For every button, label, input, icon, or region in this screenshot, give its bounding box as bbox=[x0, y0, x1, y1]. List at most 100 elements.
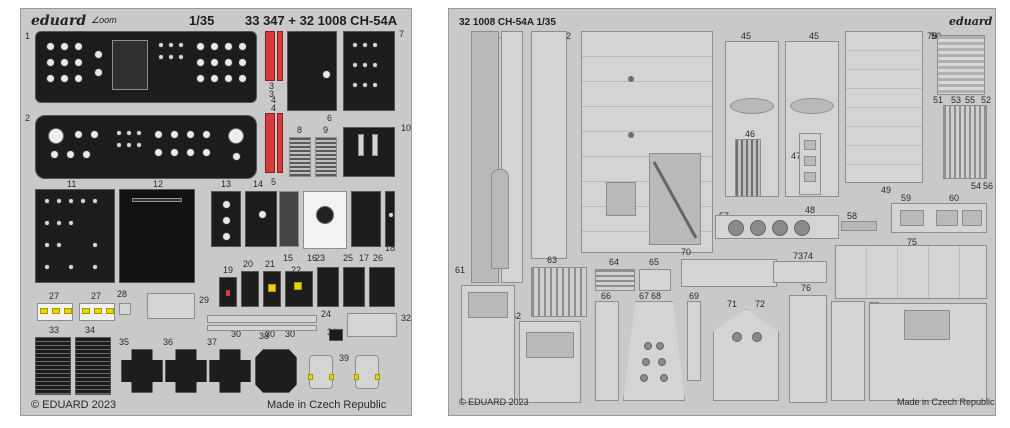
part-number: 27 bbox=[49, 291, 60, 301]
grille-63 bbox=[531, 267, 587, 317]
part-number: 48 bbox=[805, 205, 816, 215]
part-number: 28 bbox=[117, 289, 128, 299]
panel-76 bbox=[789, 295, 827, 403]
fuselage-skin-42 bbox=[531, 31, 567, 259]
part-number: 39 bbox=[339, 353, 350, 363]
part-number: 70 bbox=[681, 247, 692, 257]
eduard-logo-right: eduard bbox=[949, 15, 993, 28]
bracket-29 bbox=[147, 293, 195, 319]
part-number: 62 bbox=[511, 311, 522, 321]
floor-plate-36 bbox=[165, 349, 207, 393]
part-number: 30 bbox=[231, 329, 242, 339]
part-number: 7 bbox=[399, 29, 405, 39]
harness-39 bbox=[354, 355, 380, 389]
part-number: 54 bbox=[971, 181, 982, 191]
part-number: 41 bbox=[495, 31, 506, 41]
part-number: 9 bbox=[323, 125, 329, 135]
panel-66 bbox=[595, 301, 619, 401]
panel-70 bbox=[681, 259, 777, 287]
part-number: 53 bbox=[951, 95, 962, 105]
bracket-32 bbox=[347, 313, 397, 337]
part-number: 78 bbox=[927, 31, 938, 41]
panel-79 bbox=[869, 303, 987, 401]
part-number: 25 bbox=[343, 253, 354, 263]
panel-25 bbox=[343, 267, 365, 307]
part-number: 66 bbox=[601, 291, 612, 301]
part-number: 24 bbox=[321, 309, 332, 319]
bracket-28 bbox=[119, 303, 131, 315]
part-number: 68 bbox=[651, 291, 662, 301]
radio-panel-13 bbox=[211, 191, 241, 247]
part-number: 76 bbox=[801, 283, 812, 293]
left-fret-sheet: eduard ∠oom 1/35 33 347 + 32 1008 CH-54A… bbox=[20, 8, 412, 416]
part-number: 46 bbox=[745, 129, 756, 139]
floor-plate-38 bbox=[255, 349, 297, 393]
part-number: 67 bbox=[639, 291, 650, 301]
panel-21 bbox=[263, 271, 281, 307]
part-number: 50 bbox=[931, 31, 942, 41]
floor-plate-37 bbox=[209, 349, 251, 393]
panel-69 bbox=[687, 301, 701, 381]
compass-panel bbox=[303, 191, 347, 249]
made-in-left: Made in Czech Republic bbox=[267, 399, 387, 411]
seat-belt-strap bbox=[265, 31, 275, 81]
part-number: 35 bbox=[119, 337, 130, 347]
part-number: 63 bbox=[547, 255, 558, 265]
panel-17 bbox=[385, 191, 395, 247]
right-fret-sheet: 32 1008 CH-54A 1/35 eduard 40 41 42 43 4… bbox=[448, 8, 996, 416]
part-number: 74 bbox=[803, 251, 814, 261]
panel-71-72 bbox=[713, 309, 779, 401]
part-number: 65 bbox=[649, 257, 660, 267]
seat-belt-strap bbox=[277, 113, 283, 173]
part-number: 10 bbox=[401, 123, 412, 133]
grille-52 bbox=[943, 105, 987, 179]
part-number: 45 bbox=[809, 31, 820, 41]
panel-77 bbox=[831, 301, 865, 401]
floor-panel-12 bbox=[119, 189, 195, 283]
part-number: 55 bbox=[965, 95, 976, 105]
part-number: 2 bbox=[25, 113, 31, 123]
part-number: 15 bbox=[283, 253, 294, 263]
part-number: 51 bbox=[933, 95, 944, 105]
part-number: 59 bbox=[901, 193, 912, 203]
part-number: 23 bbox=[315, 253, 326, 263]
vent-strip-57 bbox=[715, 215, 839, 239]
part-number: 60 bbox=[949, 193, 960, 203]
part-number: 49 bbox=[881, 185, 892, 195]
throttle-quadrant-10 bbox=[343, 127, 395, 177]
part-number: 17 bbox=[359, 253, 370, 263]
part-number: 8 bbox=[297, 125, 303, 135]
part-number: 36 bbox=[163, 337, 174, 347]
panel-59-60 bbox=[891, 203, 987, 233]
buckle-set-27 bbox=[37, 303, 73, 321]
part-number: 4 bbox=[271, 103, 277, 113]
door-frame-44 bbox=[649, 153, 701, 245]
part-number: 38 bbox=[259, 331, 270, 341]
radio-panel-15 bbox=[279, 191, 299, 247]
switch-panel-9 bbox=[315, 137, 337, 177]
panel-75 bbox=[835, 245, 987, 299]
set-title-right: 32 1008 CH-54A 1/35 bbox=[459, 17, 556, 28]
radio-panel-14 bbox=[245, 191, 277, 247]
copyright-right: © EDUARD 2023 bbox=[459, 397, 529, 407]
part-31 bbox=[329, 329, 343, 341]
scale-label: 1/35 bbox=[189, 13, 215, 28]
panel-20 bbox=[241, 271, 259, 307]
part-number: 13 bbox=[221, 179, 232, 189]
panel-16 bbox=[351, 191, 381, 247]
part-number: 26 bbox=[373, 253, 384, 263]
fuselage-panel-49 bbox=[845, 31, 923, 183]
panel-19 bbox=[219, 277, 237, 307]
panel-33 bbox=[35, 337, 71, 395]
part-number: 11 bbox=[67, 179, 77, 189]
part-number: 27 bbox=[91, 291, 102, 301]
part-number: 56 bbox=[983, 181, 994, 191]
seat-belt-strap bbox=[277, 31, 283, 81]
main-instrument-panel bbox=[35, 115, 257, 179]
part-number: 6 bbox=[327, 113, 333, 123]
set-title: 33 347 + 32 1008 CH-54A bbox=[245, 13, 398, 28]
part-number: 30 bbox=[265, 329, 276, 339]
console-panel-6 bbox=[287, 31, 337, 111]
part-number: 29 bbox=[199, 295, 210, 305]
part-number: 30 bbox=[285, 329, 296, 339]
